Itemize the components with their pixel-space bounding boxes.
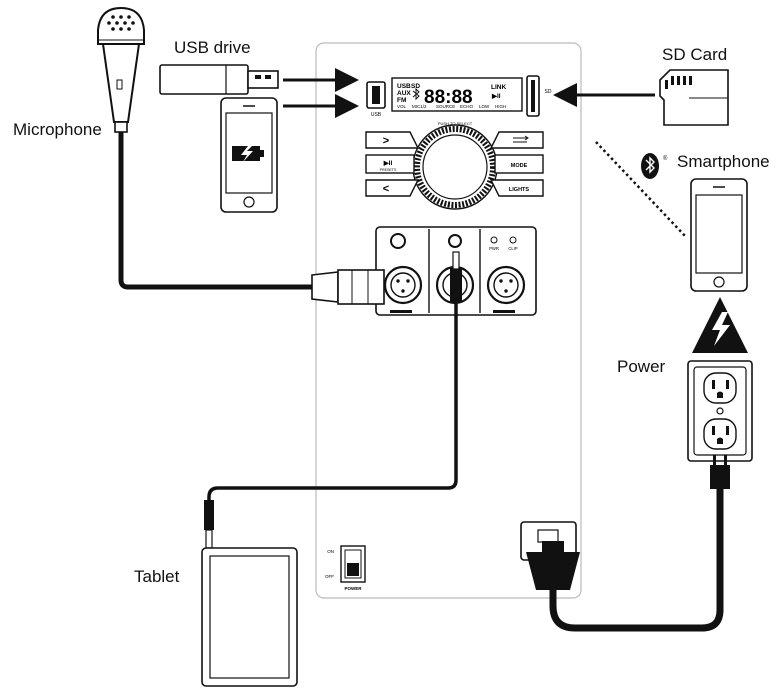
display-row-vol: VOL	[397, 104, 407, 109]
microphone	[97, 6, 145, 133]
display-usb: USB	[397, 83, 411, 90]
smartphone	[690, 178, 748, 292]
lights-button-label: LIGHTS	[509, 187, 529, 193]
microphone-cable	[118, 132, 318, 290]
lcd-display: USB SD AUX FM 88:88 LINK ▶II VOL MIC1/2 …	[391, 77, 523, 112]
usb-port-label: USB	[371, 112, 382, 118]
display-fm: FM	[397, 97, 406, 104]
switch-off-label: OFF	[325, 574, 334, 579]
high-voltage-warning-icon	[692, 297, 748, 353]
iec-plug	[526, 541, 580, 590]
prev-button-label: <	[383, 183, 389, 195]
next-button-label: >	[383, 135, 389, 147]
power-cable	[549, 489, 724, 632]
microphone-label: Microphone	[13, 120, 102, 139]
mix-out-xlr	[486, 265, 526, 305]
display-play-pause: ▶II	[491, 93, 501, 100]
power-switch[interactable]: ON OFF POWER	[325, 545, 366, 591]
wall-outlet	[687, 360, 753, 462]
power-label: Power	[617, 357, 666, 376]
aux-plug-top	[450, 251, 462, 302]
play-pause-button[interactable]: ▶II PRESETS	[365, 154, 415, 174]
tablet	[201, 547, 298, 687]
next-button[interactable]: >	[365, 131, 420, 149]
usb-drive-label: USB drive	[174, 38, 251, 57]
bluetooth-icon: ®	[641, 153, 668, 179]
svg-text:®: ®	[663, 155, 668, 162]
play-pause-button-label: ▶II	[383, 160, 393, 167]
power-plug	[710, 455, 730, 489]
switch-power-label: POWER	[344, 586, 362, 591]
presets-label: PRESETS	[380, 168, 397, 172]
sd-card-label: SD Card	[662, 45, 728, 64]
link-button[interactable]	[489, 131, 544, 149]
display-row-source: SOURCE	[436, 104, 455, 109]
display-row-low: LOW	[479, 104, 490, 109]
aux-plug-bottom	[204, 500, 214, 549]
knob-caption: PUSH TO SELECT	[438, 121, 473, 126]
aux-gain-knob[interactable]	[448, 234, 462, 248]
mic-xlr-input	[383, 265, 423, 305]
mic-gain-knob[interactable]	[390, 233, 406, 249]
pwr-led	[490, 236, 498, 244]
pwr-led-label: PWR	[489, 246, 499, 251]
mode-button[interactable]: MODE	[494, 154, 544, 174]
sd-card	[659, 69, 729, 126]
bluetooth-link	[595, 141, 687, 238]
clip-led	[509, 236, 517, 244]
sd-slot-label: SD	[545, 89, 552, 95]
mode-button-label: MODE	[511, 163, 528, 169]
switch-on-label: ON	[327, 549, 334, 554]
charging-phone	[220, 97, 278, 213]
display-link: LINK	[491, 84, 506, 91]
link-icon	[513, 135, 529, 143]
prev-button[interactable]: <	[365, 179, 420, 197]
lights-button[interactable]: LIGHTS	[489, 179, 544, 197]
usb-port: USB	[366, 81, 386, 118]
battery-charging-icon	[232, 146, 264, 162]
tablet-label: Tablet	[134, 567, 180, 586]
display-digits: 88:88	[424, 87, 473, 108]
control-knob[interactable]	[412, 124, 498, 210]
display-row-high: HIGH	[495, 104, 506, 109]
sd-slot: SD	[526, 75, 552, 117]
smartphone-label: Smartphone	[677, 152, 770, 171]
display-sd: SD	[411, 83, 420, 90]
display-aux: AUX	[397, 90, 411, 97]
display-row-echo: ECHO	[460, 104, 474, 109]
display-row-mic12: MIC1/2	[412, 104, 427, 109]
xlr-plug	[311, 269, 385, 305]
clip-led-label: CLIP	[508, 246, 518, 251]
display-bluetooth-icon	[412, 87, 420, 101]
aux-cable	[207, 285, 458, 501]
usb-drive	[159, 64, 279, 95]
